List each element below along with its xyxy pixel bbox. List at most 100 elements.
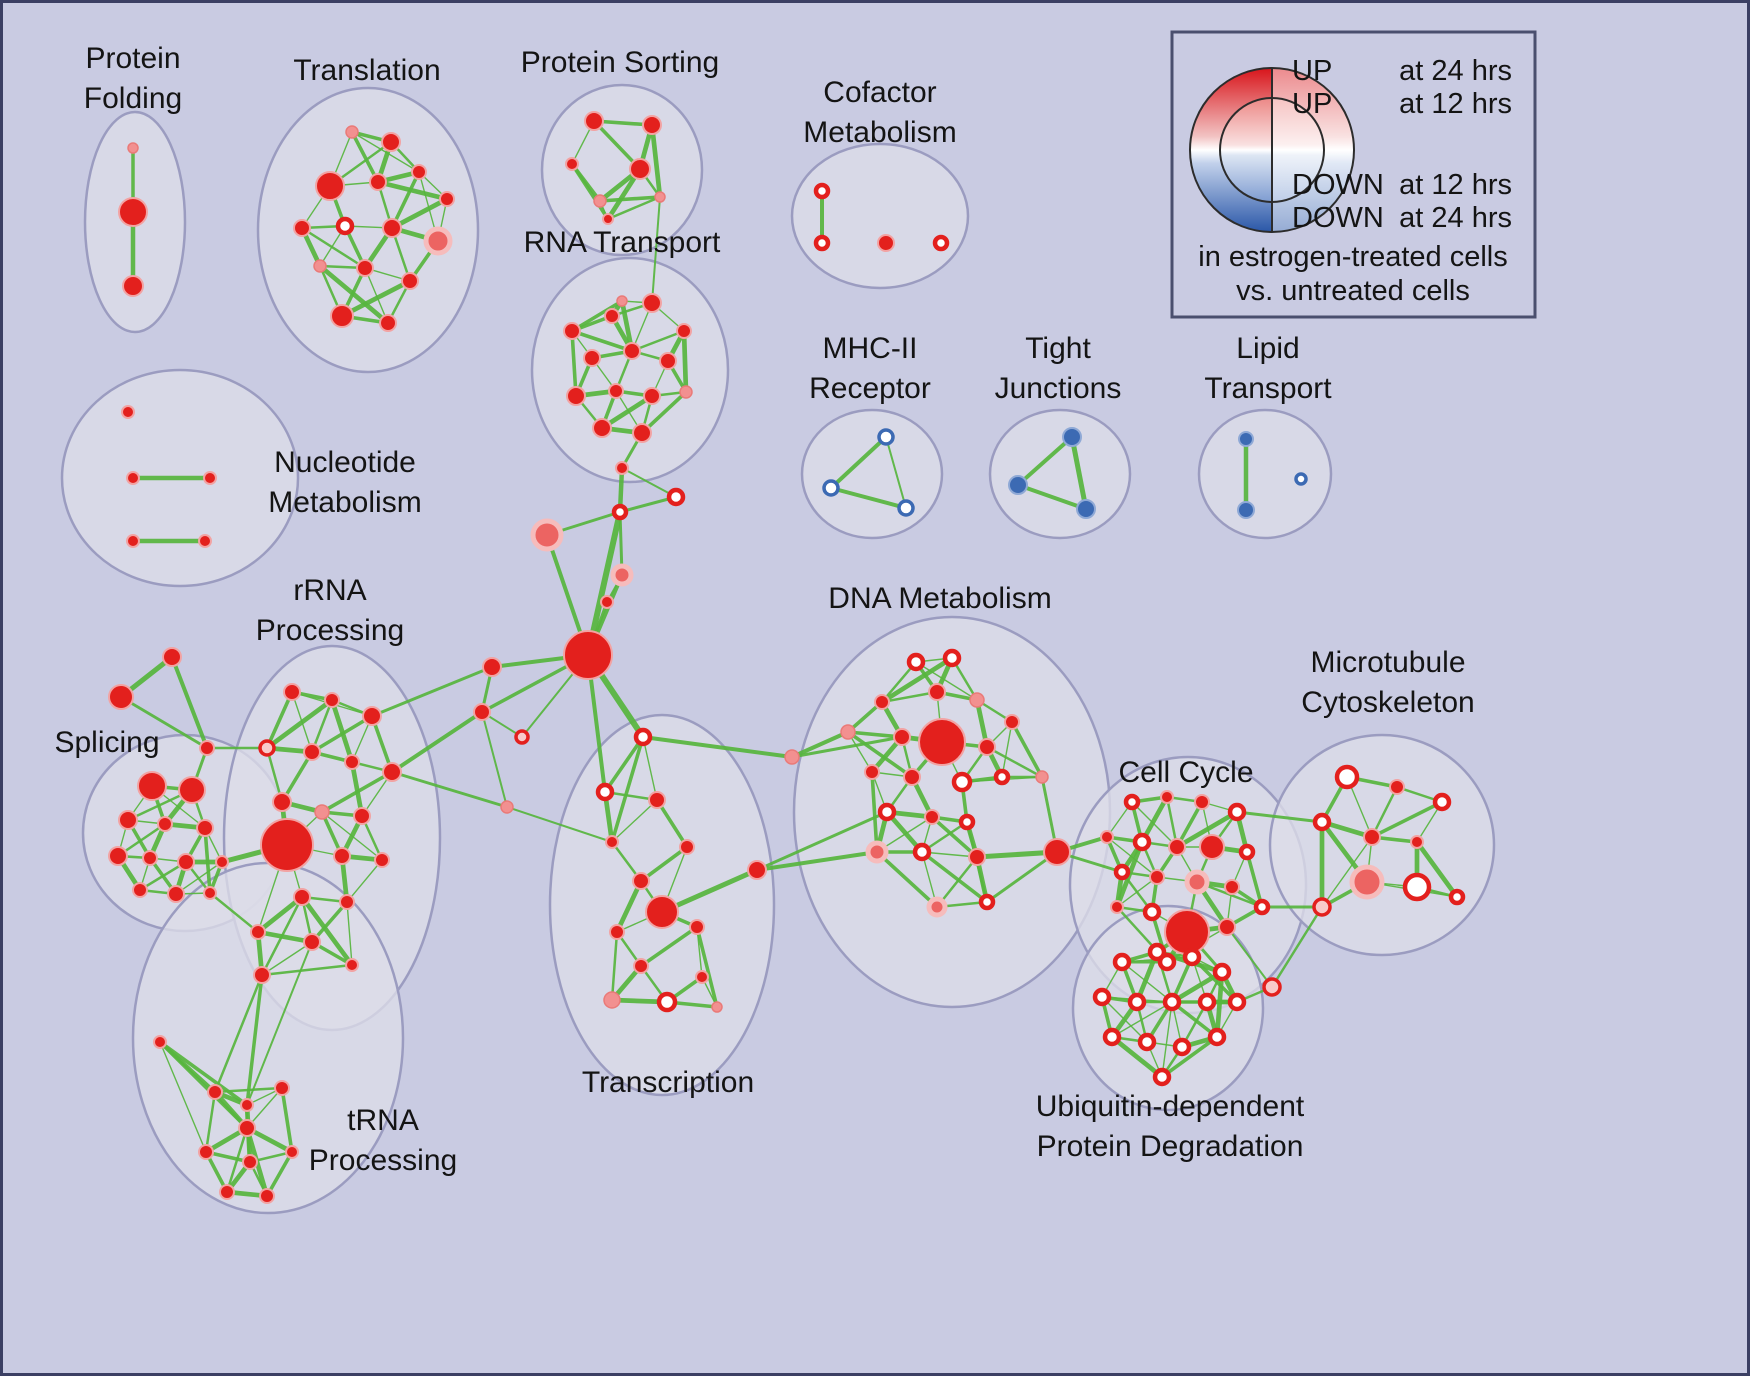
network-node[interactable] bbox=[1224, 879, 1240, 895]
network-node[interactable] bbox=[648, 791, 666, 809]
network-node[interactable] bbox=[330, 304, 354, 328]
network-node[interactable] bbox=[592, 418, 612, 438]
network-node[interactable] bbox=[1137, 1032, 1157, 1052]
network-node[interactable] bbox=[609, 924, 625, 940]
network-node[interactable] bbox=[1035, 770, 1049, 784]
network-node[interactable] bbox=[215, 855, 229, 869]
network-node[interactable] bbox=[274, 1080, 290, 1096]
network-node[interactable] bbox=[345, 958, 359, 972]
network-node[interactable] bbox=[603, 991, 621, 1009]
network-node[interactable] bbox=[1253, 898, 1271, 916]
network-node[interactable] bbox=[381, 132, 401, 152]
network-node[interactable] bbox=[629, 158, 651, 180]
network-node[interactable] bbox=[1102, 1027, 1122, 1047]
network-node[interactable] bbox=[198, 534, 212, 548]
network-node[interactable] bbox=[563, 630, 613, 680]
network-node[interactable] bbox=[207, 1084, 223, 1100]
network-node[interactable] bbox=[1237, 501, 1255, 519]
network-node[interactable] bbox=[1127, 992, 1147, 1012]
network-node[interactable] bbox=[382, 218, 402, 238]
network-node[interactable] bbox=[608, 383, 624, 399]
network-node[interactable] bbox=[126, 534, 140, 548]
network-node[interactable] bbox=[314, 804, 330, 820]
network-node[interactable] bbox=[118, 810, 138, 830]
network-node[interactable] bbox=[1432, 792, 1452, 812]
network-node[interactable] bbox=[1100, 830, 1114, 844]
network-node[interactable] bbox=[153, 1035, 167, 1049]
network-node[interactable] bbox=[951, 771, 973, 793]
network-node[interactable] bbox=[339, 894, 355, 910]
network-node[interactable] bbox=[932, 234, 950, 252]
network-node[interactable] bbox=[1008, 475, 1028, 495]
network-node[interactable] bbox=[595, 782, 615, 802]
network-node[interactable] bbox=[196, 819, 214, 837]
network-node[interactable] bbox=[604, 308, 620, 324]
network-node[interactable] bbox=[659, 352, 677, 370]
network-node[interactable] bbox=[177, 853, 195, 871]
network-node[interactable] bbox=[258, 739, 276, 757]
network-node[interactable] bbox=[293, 219, 311, 237]
network-node[interactable] bbox=[877, 428, 895, 446]
network-node[interactable] bbox=[906, 652, 926, 672]
network-node[interactable] bbox=[840, 724, 856, 740]
network-node[interactable] bbox=[633, 958, 649, 974]
network-node[interactable] bbox=[199, 740, 215, 756]
network-node[interactable] bbox=[1227, 802, 1247, 822]
network-node[interactable] bbox=[1389, 779, 1405, 795]
network-node[interactable] bbox=[942, 648, 962, 668]
network-node[interactable] bbox=[382, 762, 402, 782]
network-node[interactable] bbox=[679, 839, 695, 855]
network-node[interactable] bbox=[250, 924, 266, 940]
network-node[interactable] bbox=[242, 1154, 258, 1170]
network-node[interactable] bbox=[1062, 427, 1082, 447]
network-node[interactable] bbox=[563, 322, 581, 340]
network-node[interactable] bbox=[1199, 834, 1225, 860]
network-node[interactable] bbox=[1312, 897, 1332, 917]
network-node[interactable] bbox=[344, 754, 360, 770]
network-node[interactable] bbox=[865, 840, 889, 864]
network-node[interactable] bbox=[643, 387, 661, 405]
network-node[interactable] bbox=[874, 694, 890, 710]
network-node[interactable] bbox=[253, 966, 271, 984]
network-node[interactable] bbox=[362, 706, 382, 726]
network-node[interactable] bbox=[584, 111, 604, 131]
network-node[interactable] bbox=[566, 386, 586, 406]
network-node[interactable] bbox=[272, 792, 292, 812]
network-node[interactable] bbox=[1164, 909, 1210, 955]
network-node[interactable] bbox=[356, 259, 374, 277]
network-node[interactable] bbox=[912, 842, 932, 862]
network-node[interactable] bbox=[303, 933, 321, 951]
network-node[interactable] bbox=[142, 850, 158, 866]
network-node[interactable] bbox=[616, 295, 628, 307]
network-node[interactable] bbox=[162, 647, 182, 667]
network-node[interactable] bbox=[978, 738, 996, 756]
network-node[interactable] bbox=[679, 385, 693, 399]
network-node[interactable] bbox=[108, 846, 128, 866]
network-node[interactable] bbox=[924, 809, 940, 825]
network-node[interactable] bbox=[1113, 863, 1131, 881]
network-node[interactable] bbox=[126, 471, 140, 485]
network-node[interactable] bbox=[642, 293, 662, 313]
network-node[interactable] bbox=[238, 1119, 256, 1137]
network-node[interactable] bbox=[1160, 790, 1174, 804]
network-node[interactable] bbox=[353, 807, 371, 825]
network-node[interactable] bbox=[593, 194, 607, 208]
network-node[interactable] bbox=[1238, 431, 1254, 447]
network-node[interactable] bbox=[689, 919, 705, 935]
network-node[interactable] bbox=[928, 683, 946, 701]
network-node[interactable] bbox=[530, 518, 564, 552]
network-node[interactable] bbox=[642, 115, 662, 135]
network-node[interactable] bbox=[632, 872, 650, 890]
network-node[interactable] bbox=[122, 275, 144, 297]
network-node[interactable] bbox=[219, 1184, 235, 1200]
network-node[interactable] bbox=[632, 423, 652, 443]
network-node[interactable] bbox=[1349, 864, 1385, 900]
network-node[interactable] bbox=[633, 727, 653, 747]
network-node[interactable] bbox=[893, 728, 911, 746]
network-node[interactable] bbox=[645, 895, 679, 929]
network-node[interactable] bbox=[1207, 1027, 1227, 1047]
network-node[interactable] bbox=[514, 729, 530, 745]
network-node[interactable] bbox=[610, 563, 634, 587]
network-node[interactable] bbox=[1168, 838, 1186, 856]
network-node[interactable] bbox=[285, 1145, 299, 1159]
